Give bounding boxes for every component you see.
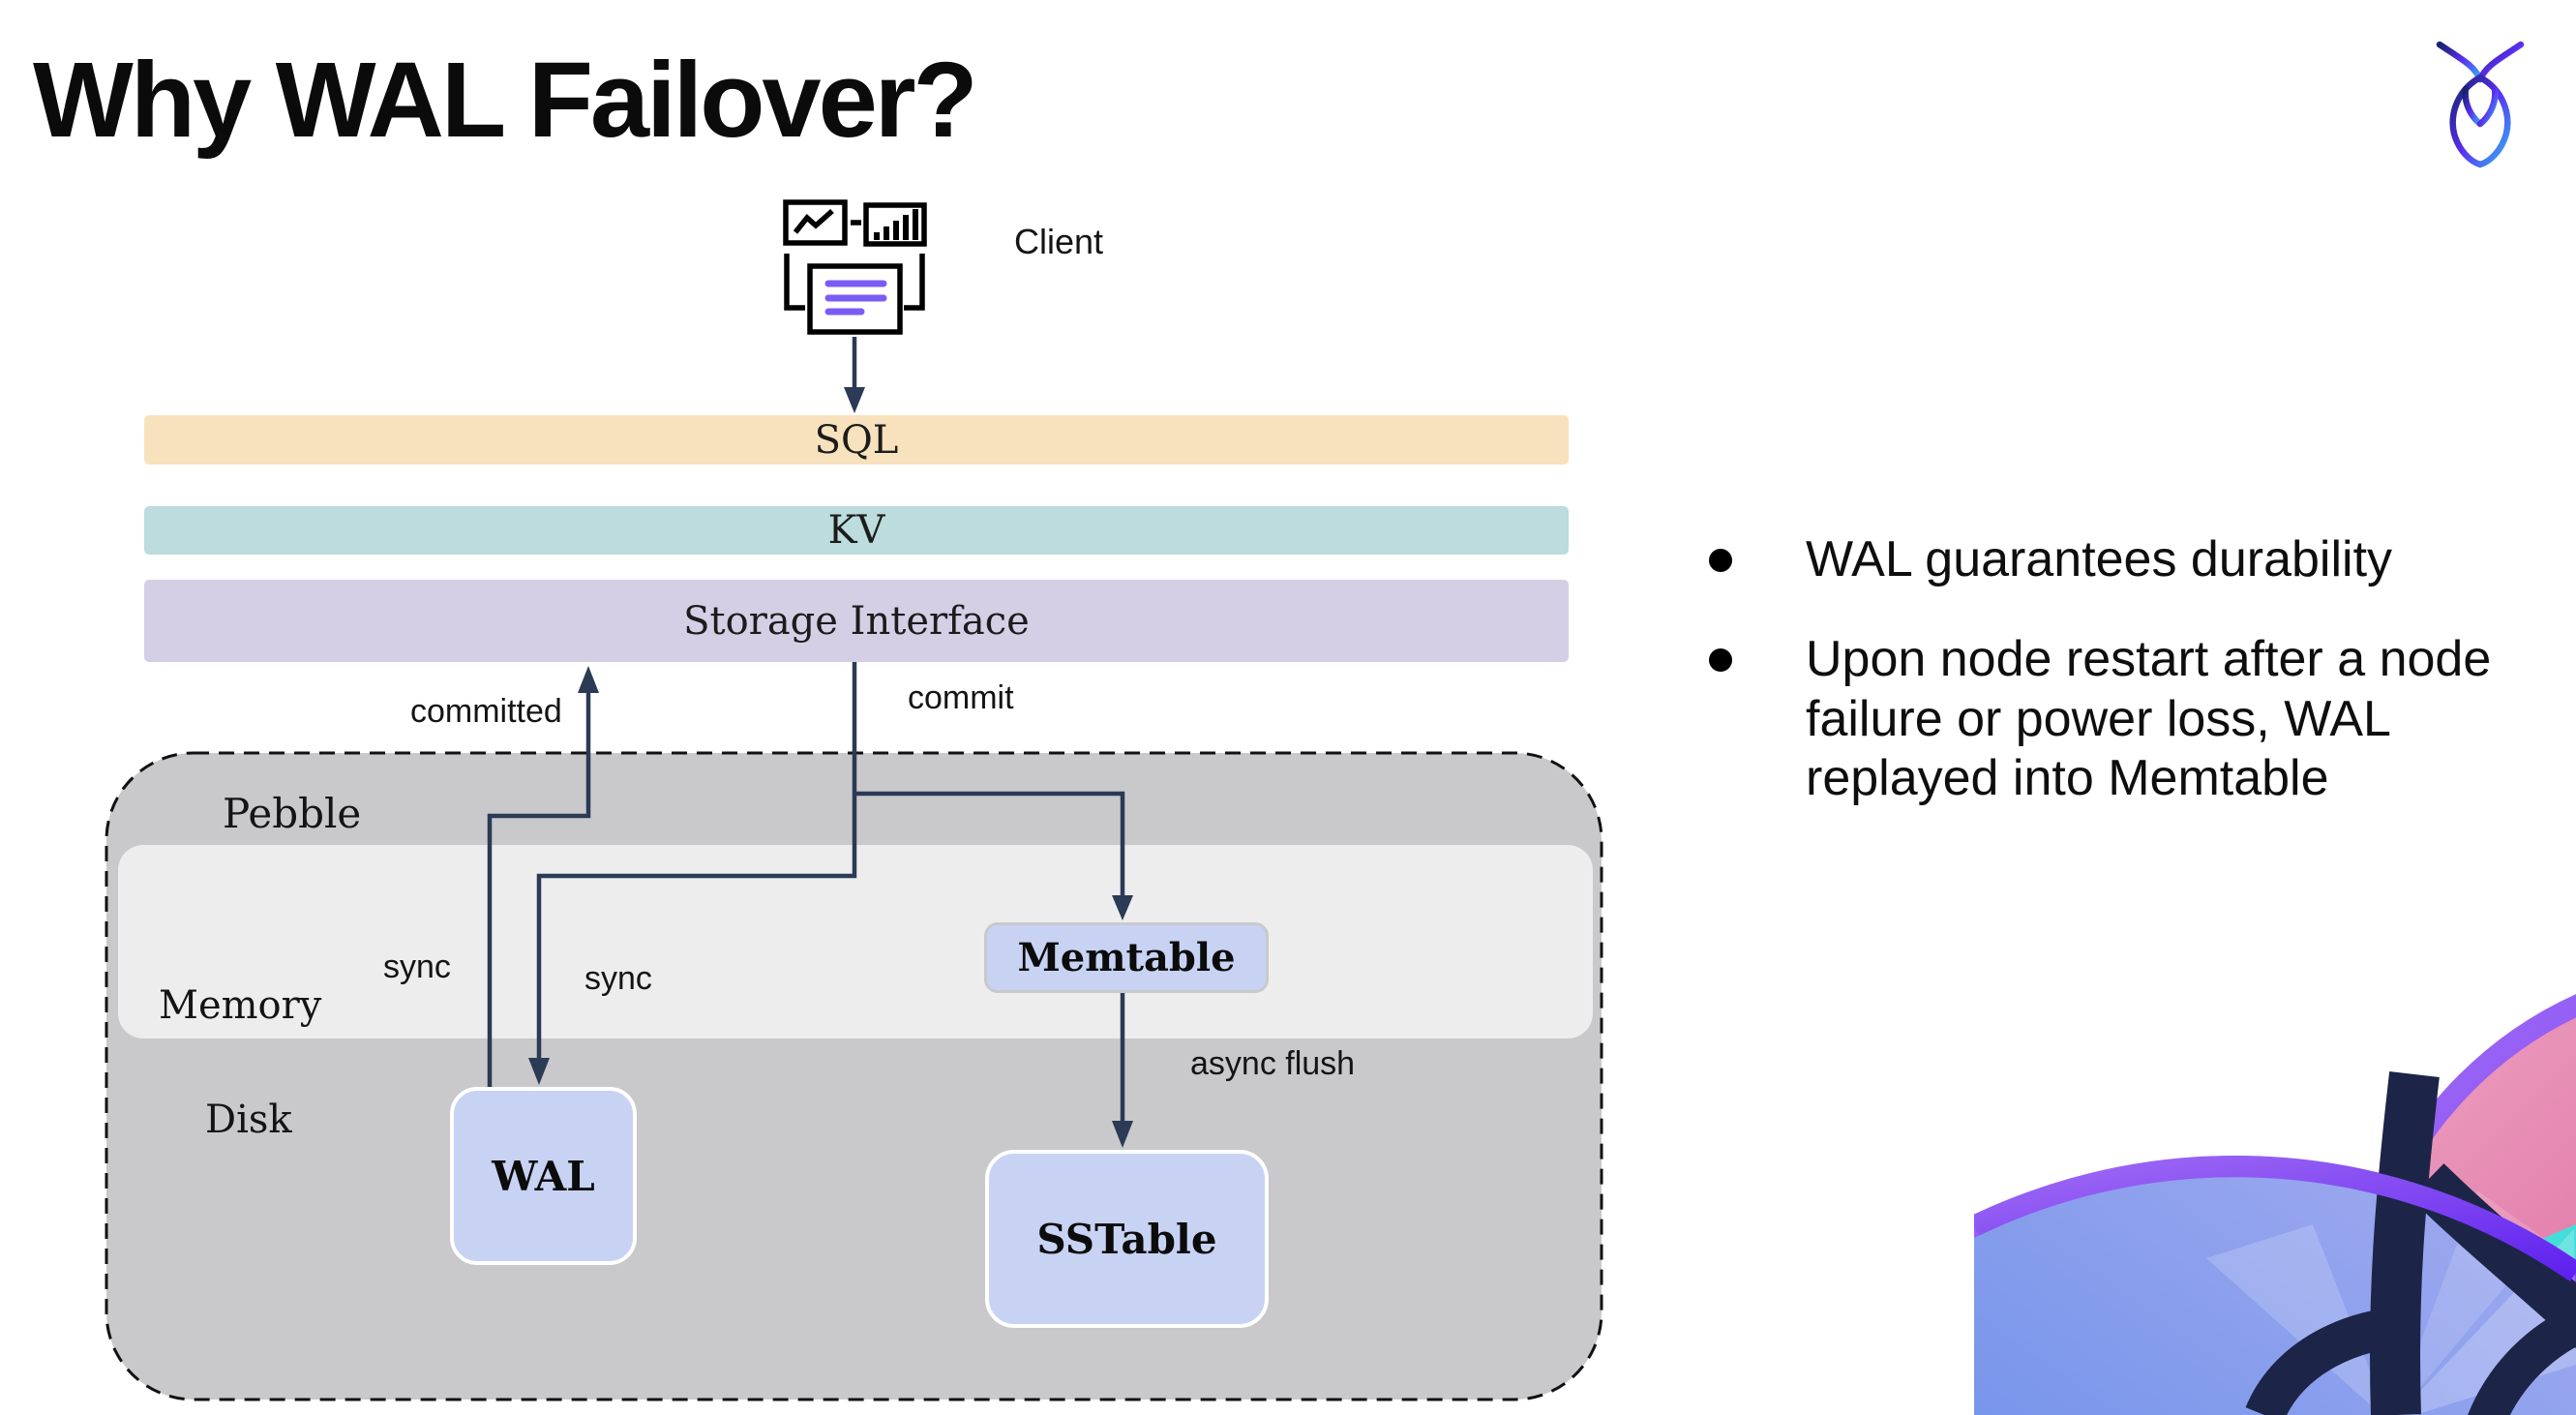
client-icon (783, 199, 927, 335)
sstable-node-label: SSTable (1036, 1215, 1217, 1263)
wal-node-label: WAL (492, 1152, 595, 1200)
bullet-dot-icon (1709, 549, 1732, 572)
client-label: Client (1014, 222, 1104, 261)
arrowhead-into-wal (528, 1058, 550, 1085)
page-title: Why WAL Failover? (33, 41, 978, 160)
layer-storage-interface: Storage Interface (144, 580, 1569, 662)
edge-label-sync-right: sync (584, 960, 652, 997)
pebble-label: Pebble (223, 790, 362, 837)
memory-label: Memory (159, 983, 322, 1028)
arrowhead-committed-up (578, 666, 599, 693)
layer-storage-interface-label: Storage Interface (683, 598, 1030, 644)
layer-sql-label: SQL (814, 417, 899, 463)
edge-label-sync-left: sync (383, 948, 451, 985)
edge-label-async-flush: async flush (1190, 1045, 1356, 1082)
arrowhead-into-sql (844, 387, 865, 413)
arrowhead-into-memtable (1112, 895, 1133, 920)
list-item: Upon node restart after a node failure o… (1709, 630, 2541, 808)
list-item: WAL guarantees durability (1709, 530, 2541, 589)
cockroachdb-logo-icon (2436, 41, 2525, 168)
layer-kv: KV (144, 506, 1569, 555)
wal-node: WAL (450, 1087, 637, 1265)
bullet-text: Upon node restart after a node failure o… (1806, 631, 2492, 807)
arrowhead-into-sstable (1112, 1121, 1133, 1148)
bullet-dot-icon (1709, 648, 1732, 673)
sstable-node: SSTable (985, 1150, 1269, 1328)
disk-label: Disk (205, 1098, 292, 1142)
edge-label-commit: commit (908, 679, 1014, 716)
edge-label-committed: committed (410, 693, 562, 730)
memtable-node-label: Memtable (1017, 935, 1236, 980)
bullet-list: WAL guarantees durability Upon node rest… (1709, 530, 2541, 849)
layer-sql: SQL (144, 415, 1569, 465)
bullet-text: WAL guarantees durability (1806, 531, 2393, 587)
corner-decoration-art (1974, 994, 2576, 1415)
memtable-node: Memtable (984, 922, 1269, 993)
layer-kv-label: KV (827, 508, 885, 553)
